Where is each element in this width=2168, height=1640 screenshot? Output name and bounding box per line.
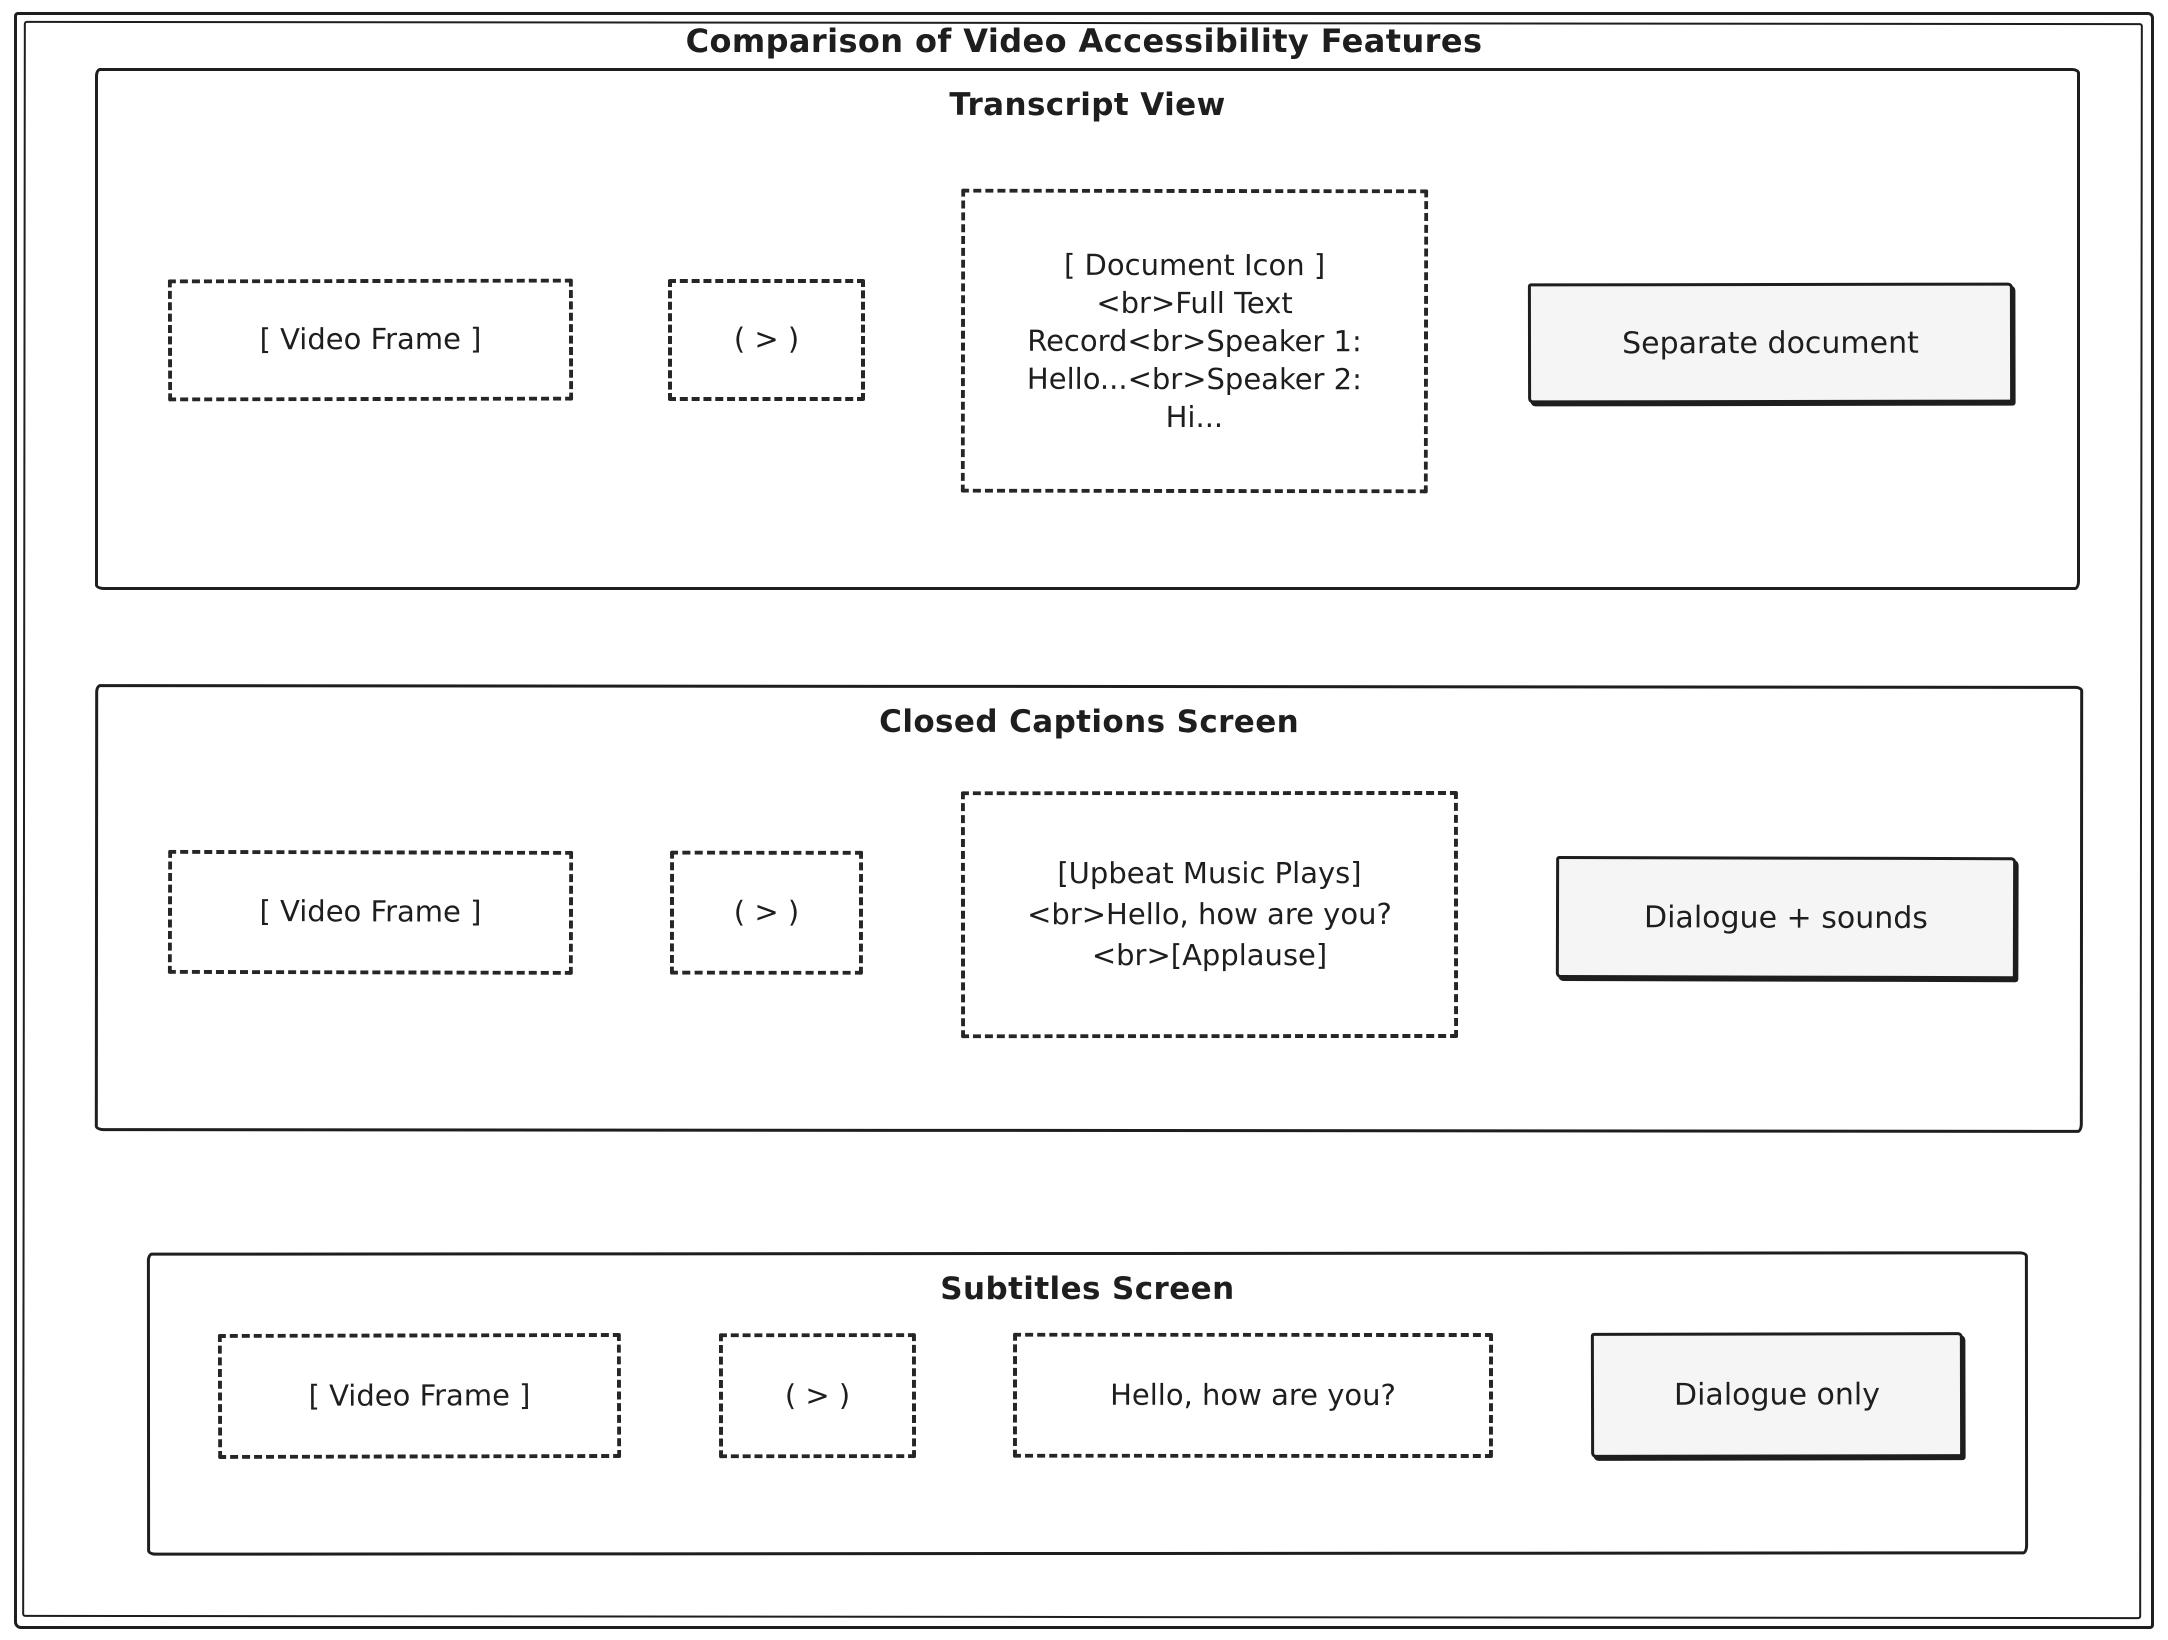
section-title: Subtitles Screen	[940, 1270, 1235, 1308]
captions-content-box: [Upbeat Music Plays] <br>Hello, how are …	[960, 790, 1459, 1039]
section-title: Closed Captions Screen	[879, 703, 1300, 741]
transcript-content-box: [ Document Icon ] <br>Full Text Record<b…	[960, 188, 1429, 494]
subtitle-content-box: Hello, how are you?	[1012, 1332, 1494, 1459]
play-button-placeholder: ( > )	[668, 279, 865, 401]
video-frame-placeholder: [ Video Frame ]	[167, 849, 574, 975]
section-title: Transcript View	[949, 87, 1226, 123]
section-closed-captions: Closed Captions Screen [ Video Frame ] (…	[94, 684, 2084, 1133]
result-label: Dialogue + sounds	[1555, 856, 2017, 980]
result-label: Separate document	[1527, 282, 2014, 404]
video-frame-placeholder: [ Video Frame ]	[217, 1332, 622, 1459]
section-transcript-view: Transcript View [ Video Frame ] ( > ) [ …	[95, 68, 2080, 590]
play-button-placeholder: ( > )	[669, 850, 864, 975]
video-frame-placeholder: [ Video Frame ]	[167, 278, 574, 402]
play-button-placeholder: ( > )	[718, 1333, 917, 1459]
diagram-title: Comparison of Video Accessibility Featur…	[685, 22, 1483, 60]
section-subtitles: Subtitles Screen [ Video Frame ] ( > ) H…	[146, 1251, 2029, 1556]
result-label: Dialogue only	[1590, 1332, 1964, 1458]
diagram-outer-frame	[14, 12, 2154, 1629]
